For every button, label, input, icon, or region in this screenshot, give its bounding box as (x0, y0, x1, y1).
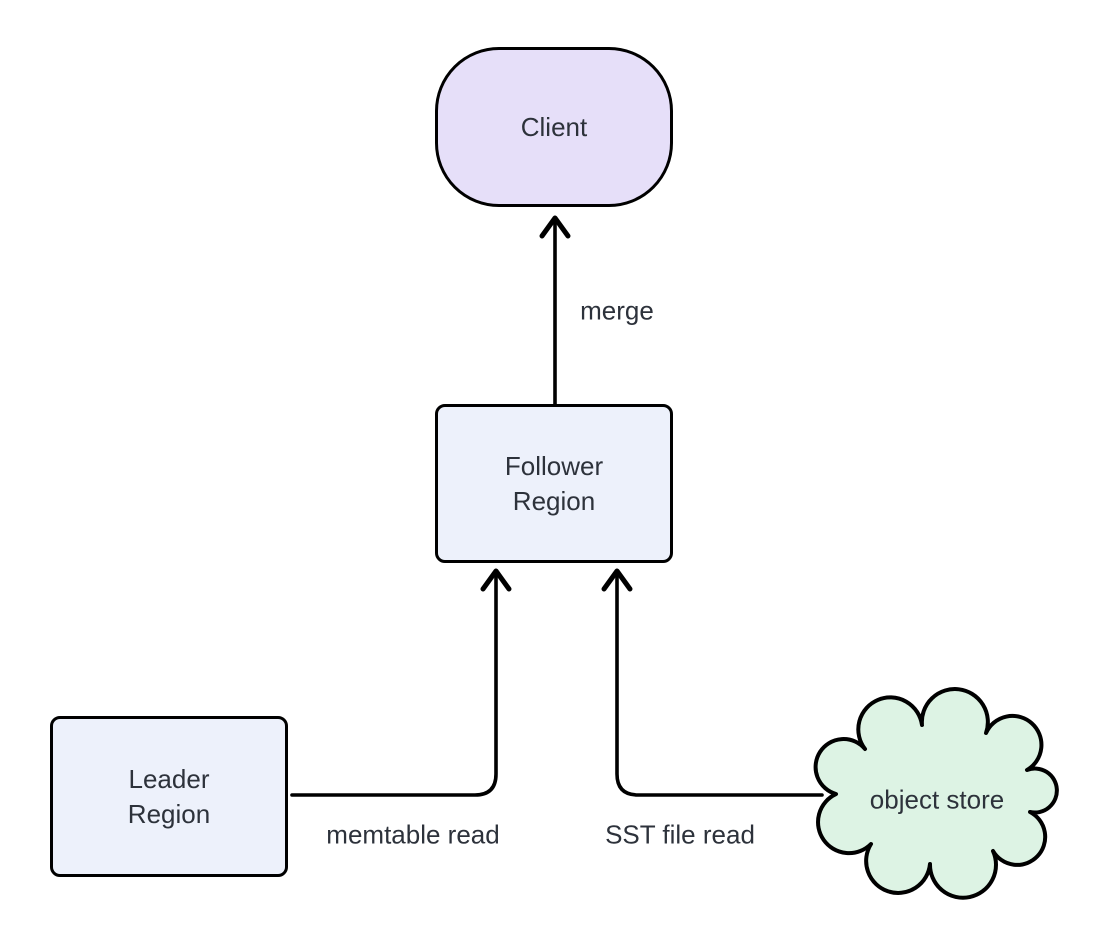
node-follower-region: Follower Region (435, 404, 673, 563)
node-object-store (813, 687, 1059, 900)
node-leader-region: Leader Region (50, 716, 288, 877)
node-object-store-label: object store (869, 784, 1005, 815)
node-client-label: Client (520, 111, 588, 142)
merge-arrow (539, 215, 571, 406)
edge-label-memtable-read: memtable read (324, 819, 502, 851)
sst-file-read-arrow (601, 568, 824, 797)
edge-label-sst-file-read: SST file read (603, 819, 757, 851)
node-leader-region-label: Leader Region (127, 763, 211, 829)
edge-label-merge: merge (578, 295, 656, 327)
node-follower-region-label: Follower Region (504, 450, 604, 516)
cloud-shape (813, 687, 1059, 900)
memtable-read-arrow (290, 568, 512, 797)
node-client: Client (435, 47, 673, 207)
